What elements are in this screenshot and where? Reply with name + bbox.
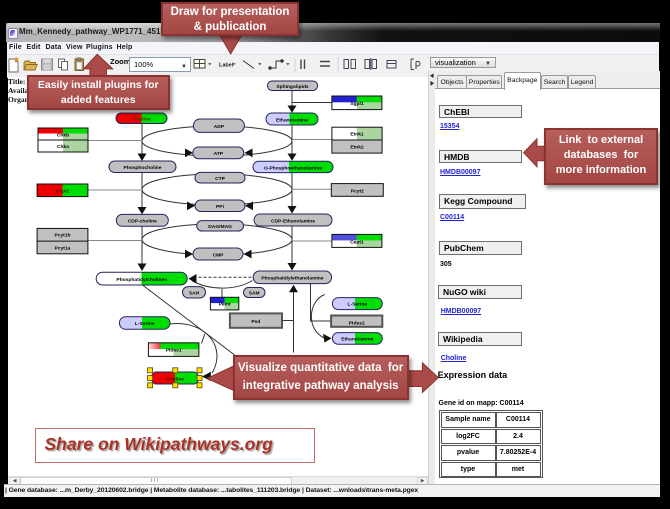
svg-text:Label: Label — [219, 62, 234, 68]
svg-text:L-Serine: L-Serine — [348, 302, 368, 308]
svg-text:Chkb: Chkb — [57, 133, 69, 139]
svg-text:CDP-choline: CDP-choline — [128, 219, 157, 225]
svg-text:L-Serine: L-Serine — [135, 321, 155, 327]
svg-text:DAG/MAG: DAG/MAG — [208, 224, 232, 230]
svg-text:SAH: SAH — [189, 291, 200, 297]
svg-text:CDP-Ethanolamine: CDP-Ethanolamine — [271, 218, 315, 224]
svg-text:SAM: SAM — [249, 291, 260, 297]
svg-text:O-Phosphoethanolamine: O-Phosphoethanolamine — [264, 166, 322, 172]
svg-text:CMP: CMP — [213, 252, 225, 258]
svg-text:ADP: ADP — [214, 124, 225, 130]
svg-text:PPi: PPi — [216, 204, 225, 210]
svg-text:ATP: ATP — [214, 151, 224, 157]
svg-text:Etnk2: Etnk2 — [350, 145, 364, 151]
svg-text:Cept1: Cept1 — [350, 240, 364, 246]
svg-text:Ptdss2: Ptdss2 — [349, 321, 365, 327]
svg-text:Pemt: Pemt — [219, 302, 231, 308]
svg-text:Pcyt2: Pcyt2 — [351, 189, 364, 195]
svg-text:Cept1: Cept1 — [56, 189, 70, 195]
svg-text:Choline: Choline — [133, 117, 151, 123]
svg-text:Phosphatidylcholines: Phosphatidylcholines — [116, 277, 167, 283]
svg-text:Phosphocholine: Phosphocholine — [123, 165, 161, 171]
svg-text:Sphingolipids: Sphingolipids — [276, 84, 309, 90]
svg-text:Etnk1: Etnk1 — [350, 132, 364, 138]
svg-text:Pcyt1b: Pcyt1b — [54, 233, 70, 239]
svg-text:Ethanolamine: Ethanolamine — [276, 118, 308, 124]
svg-text:Ptdss1: Ptdss1 — [166, 348, 182, 354]
svg-text:Chka: Chka — [57, 144, 69, 150]
svg-text:Pcyt1a: Pcyt1a — [55, 246, 71, 252]
svg-text:Ethanolamine: Ethanolamine — [341, 337, 373, 343]
svg-text:Psd: Psd — [251, 319, 260, 325]
svg-text:Phosphatidylethanolamine: Phosphatidylethanolamine — [261, 276, 324, 282]
svg-text:Sgpl1: Sgpl1 — [350, 101, 364, 107]
svg-text:CTP: CTP — [215, 176, 226, 182]
svg-text:Choline: Choline — [166, 377, 184, 383]
